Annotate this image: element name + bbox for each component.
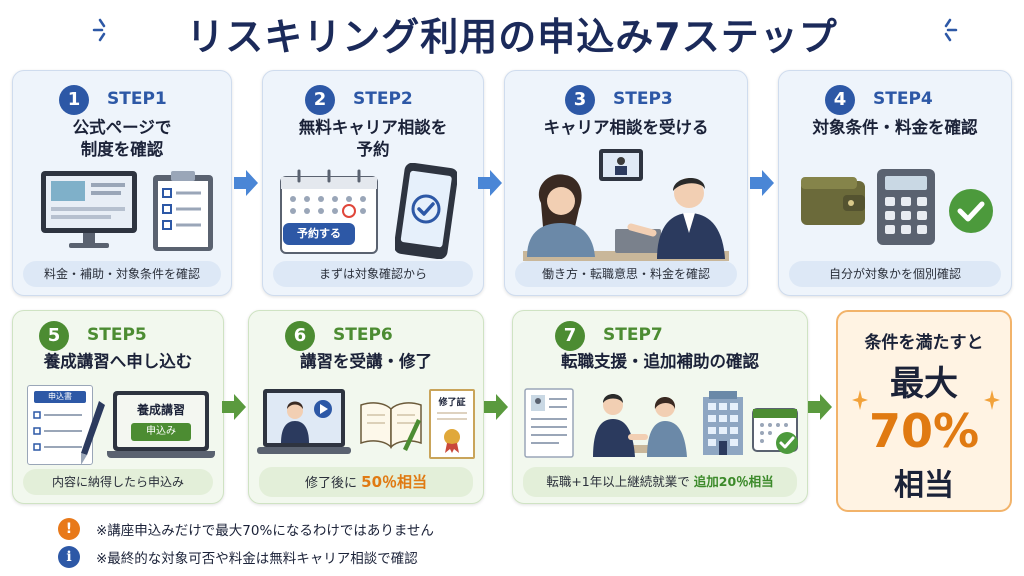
laptop-screen: 養成講習 申込み (113, 391, 209, 451)
interview-scene-illustration (593, 394, 687, 457)
apply-button[interactable]: 申込み (131, 423, 191, 441)
step-1-number: 1 (59, 85, 89, 115)
note-warning: ! ※講座申込みだけで最大70%になるわけではありません (58, 518, 434, 540)
step-2-number: 2 (305, 85, 335, 115)
info-icon: i (58, 546, 80, 568)
calculator-icon (877, 169, 935, 245)
consultation-scene-illustration (523, 149, 729, 261)
step-4-title: 対象条件・料金を確認 (812, 118, 978, 137)
warning-icon: ! (58, 518, 80, 540)
form-lines-icon (33, 411, 82, 451)
step-2-title-line2: 予約 (356, 140, 390, 159)
certificate: 修了証 (429, 389, 475, 459)
step-1-caption: 料金・補助・対象条件を確認 (23, 261, 221, 287)
step-5-card: 5 STEP5 養成講習へ申し込む 申込書 養成講習 申込み 内容に納得したら申… (12, 310, 224, 504)
step-5-number: 5 (39, 321, 69, 351)
result-equivalent: 相当 (894, 468, 954, 503)
office-building-icon (703, 391, 743, 455)
clipboard-checklist-icon (153, 171, 213, 251)
step-6-title: 講習を受講・修了 (300, 352, 432, 371)
result-max-label: 最大 (890, 364, 958, 404)
page-title: リスキリング利用の申込み7ステップ (186, 15, 838, 59)
sparkle-left-icon (92, 18, 106, 42)
step-1-label: STEP1 (107, 89, 167, 109)
step-5-title: 養成講習へ申し込む (43, 352, 193, 371)
pen-icon (81, 401, 105, 465)
step-2-card: 2 STEP2 無料キャリア相談を 予約 予約する まずは対象確認から (262, 70, 484, 296)
sparkle-star-icon (852, 390, 868, 410)
step-7-caption-highlight: 追加20％相当 (693, 474, 774, 489)
certificate-label: 修了証 (438, 398, 466, 408)
step-6-number: 6 (285, 321, 315, 351)
resume-icon (524, 388, 574, 458)
step-7-caption-text: 転職+1年以上継続就業で (546, 474, 690, 489)
step-7-caption: 転職+1年以上継続就業で 追加20％相当 (523, 467, 797, 497)
step-1-card: 1 STEP1 公式ページで 制度を確認 料金・補助・対象条件を確認 (12, 70, 232, 296)
step-4-number: 4 (825, 85, 855, 115)
step-6-label: STEP6 (333, 325, 393, 345)
step-7-card: 7 STEP7 転職支援・追加補助の確認 転職+1年以 (512, 310, 808, 504)
step-6-caption: 修了後に 50％相当 (259, 467, 473, 497)
step-5-label: STEP5 (87, 325, 147, 345)
note-warning-text: ※講座申込みだけで最大70%になるわけではありません (96, 523, 434, 539)
note-info: i ※最終的な対象可否や料金は無料キャリア相談で確認 (58, 546, 418, 568)
arrow-right-icon (750, 170, 774, 196)
arrow-right-icon (222, 394, 246, 420)
step-4-card: 4 STEP4 対象条件・料金を確認 自分が対象かを個別確認 (778, 70, 1012, 296)
step-6-caption-text: 修了後に (304, 476, 357, 491)
arrow-right-icon (808, 394, 832, 420)
step-2-title-line1: 無料キャリア相談を (298, 118, 448, 137)
result-box: 条件を満たすと 最大 70% 相当 (836, 310, 1012, 512)
step-2-caption: まずは対象確認から (273, 261, 473, 287)
step-3-number: 3 (565, 85, 595, 115)
video-lecture-laptop-icon (257, 389, 351, 454)
step-1-title-line2: 制度を確認 (80, 140, 164, 159)
laptop-screen-title: 養成講習 (136, 403, 185, 417)
arrow-right-icon (478, 170, 502, 196)
check-circle-icon (949, 189, 993, 233)
calendar-check-icon (752, 408, 798, 454)
wallet-icon (801, 177, 865, 225)
note-info-text: ※最終的な対象可否や料金は無料キャリア相談で確認 (96, 551, 418, 567)
result-condition: 条件を満たすと (864, 333, 984, 353)
step-2-label: STEP2 (353, 89, 413, 109)
smartphone-check-icon (395, 163, 457, 259)
step-4-caption: 自分が対象かを個別確認 (789, 261, 1001, 287)
result-percentage: 70% (868, 404, 980, 458)
step-7-number: 7 (555, 321, 585, 351)
sparkle-star-icon (984, 390, 1000, 410)
sparkle-right-icon (944, 18, 958, 42)
reserve-button[interactable]: 予約する (283, 223, 355, 245)
step-3-card: 3 STEP3 キャリア相談を受ける 働き方・転職意思・料金を確認 (504, 70, 748, 296)
laptop-base (107, 451, 215, 458)
step-4-label: STEP4 (873, 89, 933, 109)
step-3-caption: 働き方・転職意思・料金を確認 (515, 261, 737, 287)
monitor-icon (41, 171, 137, 248)
step-7-title: 転職支援・追加補助の確認 (561, 352, 759, 371)
certificate-seal-icon (437, 412, 467, 453)
arrow-right-icon (484, 394, 508, 420)
step-3-label: STEP3 (613, 89, 673, 109)
step-1-title-line1: 公式ページで (72, 118, 172, 137)
step-7-label: STEP7 (603, 325, 663, 345)
arrow-right-icon (234, 170, 258, 196)
step-6-card: 6 STEP6 講習を受講・修了 修了証 修了後に 50％相当 (248, 310, 484, 504)
step-5-caption: 内容に納得したら申込み (23, 469, 213, 495)
step-6-caption-highlight: 50％相当 (361, 473, 428, 491)
application-form-label: 申込書 (34, 391, 86, 403)
open-book-icon (360, 402, 422, 451)
step-3-title: キャリア相談を受ける (543, 118, 709, 137)
